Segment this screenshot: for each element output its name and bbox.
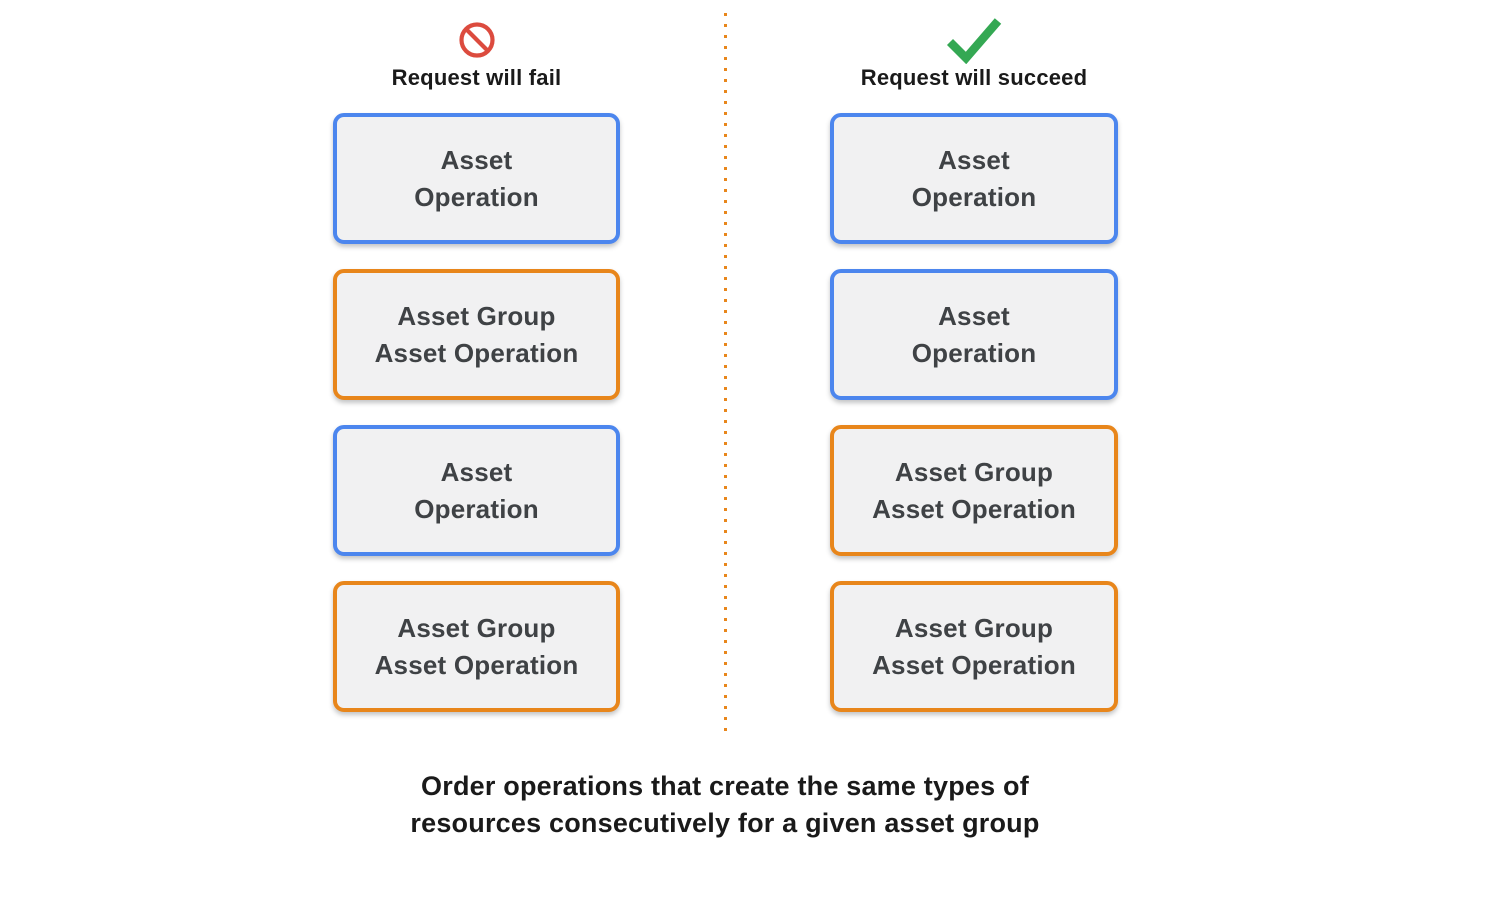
operation-box: Asset Operation	[333, 113, 620, 244]
check-icon	[830, 16, 1118, 64]
fail-column: Request will fail Asset Operation Asset …	[333, 0, 620, 712]
operation-box-label: Asset Group Asset Operation	[872, 456, 1076, 524]
operation-box: Asset Operation	[830, 269, 1118, 400]
operation-box: Asset Group Asset Operation	[830, 581, 1118, 712]
operation-box: Asset Group Asset Operation	[333, 581, 620, 712]
operation-box-label: Asset Group Asset Operation	[872, 612, 1076, 680]
operation-box: Asset Group Asset Operation	[830, 425, 1118, 556]
column-divider	[724, 13, 727, 739]
operation-box-label: Asset Operation	[911, 144, 1037, 212]
caption: Order operations that create the same ty…	[410, 771, 1040, 838]
succeed-boxes: Asset Operation Asset Operation Asset Gr…	[830, 113, 1118, 712]
operation-box: Asset Operation	[830, 113, 1118, 244]
operation-box-label: Asset Operation	[414, 456, 539, 524]
operation-box-label: Asset Group Asset Operation	[374, 612, 579, 680]
operation-box: Asset Operation	[333, 425, 620, 556]
operation-box-label: Asset Operation	[911, 300, 1037, 368]
operation-box-label: Asset Group Asset Operation	[374, 300, 579, 368]
succeed-column: Request will succeed Asset Operation Ass…	[830, 0, 1118, 712]
operation-box-label: Asset Operation	[414, 144, 539, 212]
fail-column-title: Request will fail	[391, 65, 562, 90]
succeed-column-title: Request will succeed	[860, 65, 1088, 90]
operation-box: Asset Group Asset Operation	[333, 269, 620, 400]
prohibited-icon	[333, 16, 620, 64]
fail-boxes: Asset Operation Asset Group Asset Operat…	[333, 113, 620, 712]
